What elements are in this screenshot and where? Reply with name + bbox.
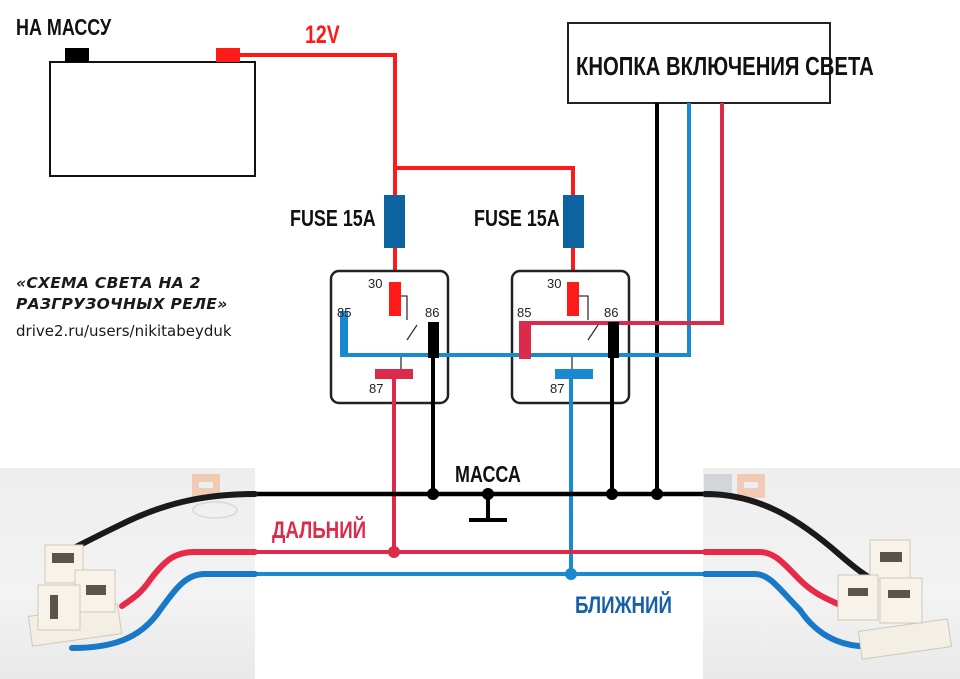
socket-block: [879, 577, 923, 624]
socket-slot: [848, 588, 868, 596]
battery: [49, 48, 256, 177]
relay-1-pin-86: [428, 322, 439, 358]
relay-2-pin-85: [519, 321, 531, 359]
socket-slot: [50, 595, 58, 619]
fuse-1: [384, 195, 405, 248]
relay-2-pin-86: [608, 322, 619, 358]
light-switch-box: [567, 22, 831, 104]
watermark-glyph: [737, 474, 765, 498]
battery-positive-terminal: [216, 48, 240, 62]
relay-2-pin-30: [567, 282, 579, 316]
watermark-glyph: [199, 482, 213, 488]
fuse-1-label: FUSE 15A: [290, 205, 376, 231]
relay-2-pin-85-label: 85: [517, 305, 532, 320]
relay-1-pin-30: [389, 282, 401, 316]
low-beam-label: БЛИЖНИЙ: [575, 592, 672, 619]
socket-block: [37, 584, 81, 631]
left-red-wire: [119, 549, 258, 609]
socket-base: [857, 618, 952, 660]
ground-junction: [427, 488, 439, 500]
high-beam-label: ДАЛЬНИЙ: [272, 517, 367, 544]
right-black-wire: [702, 491, 873, 581]
relay-1-pin-87: [375, 369, 413, 379]
relay-1-pin-85-label: 85: [337, 305, 352, 320]
relay-2-switch: [587, 324, 599, 341]
relay-1-pin-86-label: 86: [425, 305, 440, 320]
relay-1-internals: [400, 295, 418, 370]
relay-1-switch: [406, 324, 418, 341]
ground-label: МАССА: [455, 461, 521, 487]
left-black-wire: [67, 491, 258, 553]
watermark-glyph: [744, 482, 758, 488]
voltage-label: 12V: [305, 21, 340, 49]
right-h4-socket: [837, 539, 952, 660]
socket-slot: [880, 552, 902, 562]
fuse-2: [563, 195, 584, 248]
relay-2-pin-86-label: 86: [604, 305, 619, 320]
ground-junction: [606, 488, 618, 500]
wire-power-branch: [395, 166, 575, 196]
watermark-glyph: [192, 501, 238, 519]
relay-2-contact: [578, 295, 589, 320]
wire-switch-red-85: [524, 103, 724, 325]
light-switch-label: КНОПКА ВКЛЮЧЕНИЯ СВЕТА: [576, 51, 874, 81]
socket-slot: [888, 590, 910, 598]
caption-title-line2: РАЗГРУЗОЧНЫХ РЕЛЕ»: [16, 295, 228, 313]
fuse-2-label: FUSE 15A: [474, 205, 560, 231]
ground-junction: [651, 488, 663, 500]
low-beam-junction: [565, 568, 577, 580]
battery-negative-terminal: [65, 48, 89, 62]
wire-switch-blue-85: [340, 103, 691, 357]
relay-2-pin-87-label: 87: [550, 381, 565, 396]
socket-slot: [52, 553, 74, 563]
left-h4-socket: [27, 544, 123, 647]
relay-2-pin-30-label: 30: [547, 276, 562, 291]
left-blue-wire: [69, 571, 258, 651]
power-wire: [240, 53, 575, 290]
socket-slot: [86, 585, 106, 595]
socket-block: [837, 574, 879, 621]
relay-1-contact: [400, 295, 408, 320]
relay-1-body: [329, 269, 450, 405]
right-connector: [702, 491, 952, 660]
right-red-wire: [702, 549, 843, 608]
caption-title-line1: «СХЕМА СВЕТА НА 2: [16, 274, 201, 292]
high-beam-junction: [388, 546, 400, 558]
left-connector: [27, 491, 258, 651]
right-blue-wire: [702, 571, 883, 650]
author-url: drive2.ru/users/nikitabeyduk: [16, 322, 232, 340]
relay-2-internals: [571, 295, 599, 370]
relay-2-pin-87: [555, 369, 593, 379]
battery-body: [49, 61, 256, 177]
wire-power-main: [240, 53, 397, 172]
battery-ground-label: НА МАССУ: [16, 14, 112, 40]
relay-1-pin-30-label: 30: [368, 276, 383, 291]
relay-1-pin-87-label: 87: [369, 381, 384, 396]
